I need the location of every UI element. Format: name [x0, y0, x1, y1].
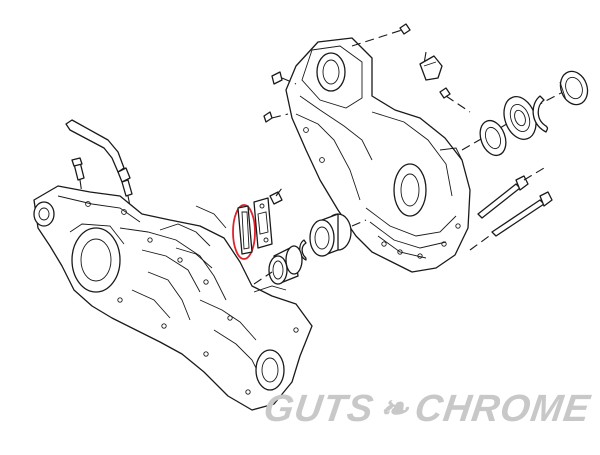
stud-small-left	[271, 71, 283, 85]
long-bolt-upper	[477, 175, 529, 219]
bearing-cup	[559, 70, 589, 106]
roller-bearing	[309, 213, 352, 257]
left-crankcase-half	[33, 185, 313, 411]
brand-right-text: CHROME	[412, 387, 594, 430]
screw-upper-right	[439, 87, 451, 99]
highlight-ring	[232, 204, 256, 260]
hose-fitting	[117, 167, 133, 197]
bearing-race	[503, 96, 537, 140]
breather-screw	[269, 191, 283, 205]
oil-seal	[479, 119, 507, 157]
stud-small-center	[263, 111, 273, 123]
breather-plate	[253, 197, 273, 249]
brand-left-text: GUTS	[261, 387, 377, 430]
feather-icon: ❧	[376, 390, 412, 428]
long-bolt-lower	[491, 191, 553, 237]
main-bushing	[268, 245, 303, 285]
retaining-ring	[532, 95, 549, 133]
right-crankcase-half	[285, 37, 471, 273]
dowel-pin	[399, 23, 411, 35]
bracket-plate	[419, 55, 443, 81]
brand-watermark: GUTS ❧ CHROME	[261, 384, 594, 434]
breather-gasket-selected	[237, 205, 253, 255]
stud-left	[71, 157, 85, 181]
